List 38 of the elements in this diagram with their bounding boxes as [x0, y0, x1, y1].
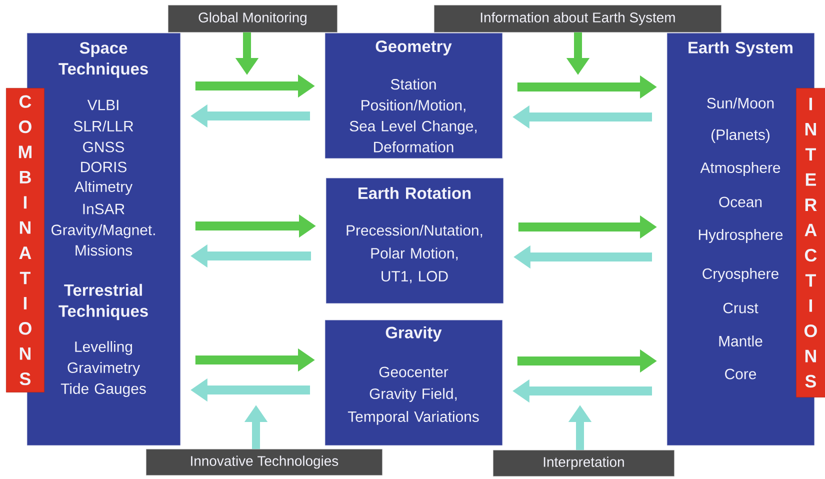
- technique-panel: [325, 33, 502, 158]
- list-item: Precession/Nutation, Polar Motion, UT1, LOD: [346, 224, 482, 284]
- list-item: Gravimetry: [68, 362, 140, 376]
- list-item: Ocean: [719, 196, 762, 208]
- list-item: SLR/LLR: [74, 120, 134, 132]
- list-item: VLBI: [87, 100, 118, 110]
- list-item: Mantle: [719, 336, 762, 346]
- list-item: Atmosphere: [700, 162, 780, 176]
- list-item: Geocenter: [379, 366, 448, 378]
- vertical-banner: COMBINATIONS: [6, 88, 44, 392]
- label-bar: Global Monitoring: [168, 5, 338, 32]
- panel-heading: Space Techniques: [58, 42, 148, 78]
- list-item: (Planets): [712, 129, 770, 143]
- list-item: Cryosphere: [702, 268, 778, 282]
- panel-heading: Earth Rotation: [358, 186, 471, 200]
- list-item: Gravity Field, Temporal Variations: [348, 388, 479, 425]
- list-item: Altimetry: [74, 181, 133, 195]
- list-item: Station Position/Motion, Sea Level Change, Deformation: [350, 78, 477, 152]
- technique-panel: [325, 320, 502, 446]
- panel-heading: Terrestrial Techniques: [58, 284, 148, 320]
- list-item: Core: [725, 368, 756, 380]
- list-item: InSAR: [83, 204, 124, 214]
- list-item: Crust: [723, 302, 758, 314]
- label-bar: Innovative Technologies: [146, 449, 382, 476]
- list-item: Hydrosphere: [698, 229, 783, 243]
- label-bar: Interpretation: [493, 450, 674, 476]
- list-item: GNSS: [83, 142, 124, 152]
- list-item: Sun/Moon: [707, 98, 774, 108]
- list-item: Tide Gauges: [60, 383, 146, 397]
- label-bar: Information about Earth System: [434, 5, 722, 32]
- vertical-banner: INTERACTIONS: [796, 88, 825, 398]
- panel-heading: Gravity: [386, 326, 442, 342]
- technique-panel: [326, 178, 504, 304]
- list-item: DORIS: [81, 162, 126, 172]
- list-item: Levelling: [75, 341, 132, 355]
- panel-heading: Earth System: [688, 41, 792, 57]
- panel-heading: Geometry: [376, 40, 452, 56]
- list-item: Gravity/Magnet. Missions: [52, 224, 155, 256]
